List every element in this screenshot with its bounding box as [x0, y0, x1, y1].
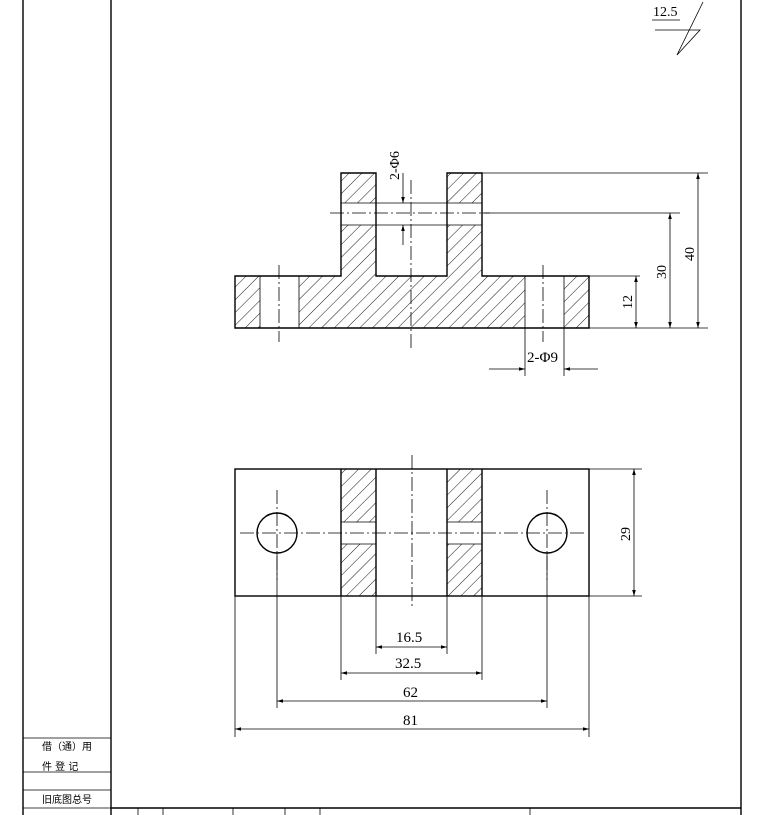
height-total-label: 40 — [683, 247, 698, 261]
height-base-label: 12 — [621, 295, 636, 309]
slot-width-label: 16.5 — [396, 630, 422, 646]
side-label-borrow: 借（通）用 — [42, 741, 92, 753]
roughness-symbol — [652, 1, 704, 56]
width-depth-label: 29 — [619, 527, 634, 541]
overall-length-label: 81 — [403, 713, 418, 729]
hole-spacing-label: 62 — [403, 685, 418, 701]
roughness-value: 12.5 — [653, 5, 678, 20]
side-label-drawing-number: 旧底图总号 — [42, 793, 92, 806]
top-view — [234, 455, 642, 737]
hole-large-label: 2-Φ9 — [527, 350, 558, 366]
ear-span-label: 32.5 — [395, 656, 421, 672]
side-label-register: 件 登 记 — [42, 760, 78, 773]
height-mid-label: 30 — [655, 265, 670, 279]
hole-small-label: 2-Φ6 — [388, 151, 403, 180]
sheet-frame — [22, 0, 742, 815]
front-view — [234, 172, 708, 376]
